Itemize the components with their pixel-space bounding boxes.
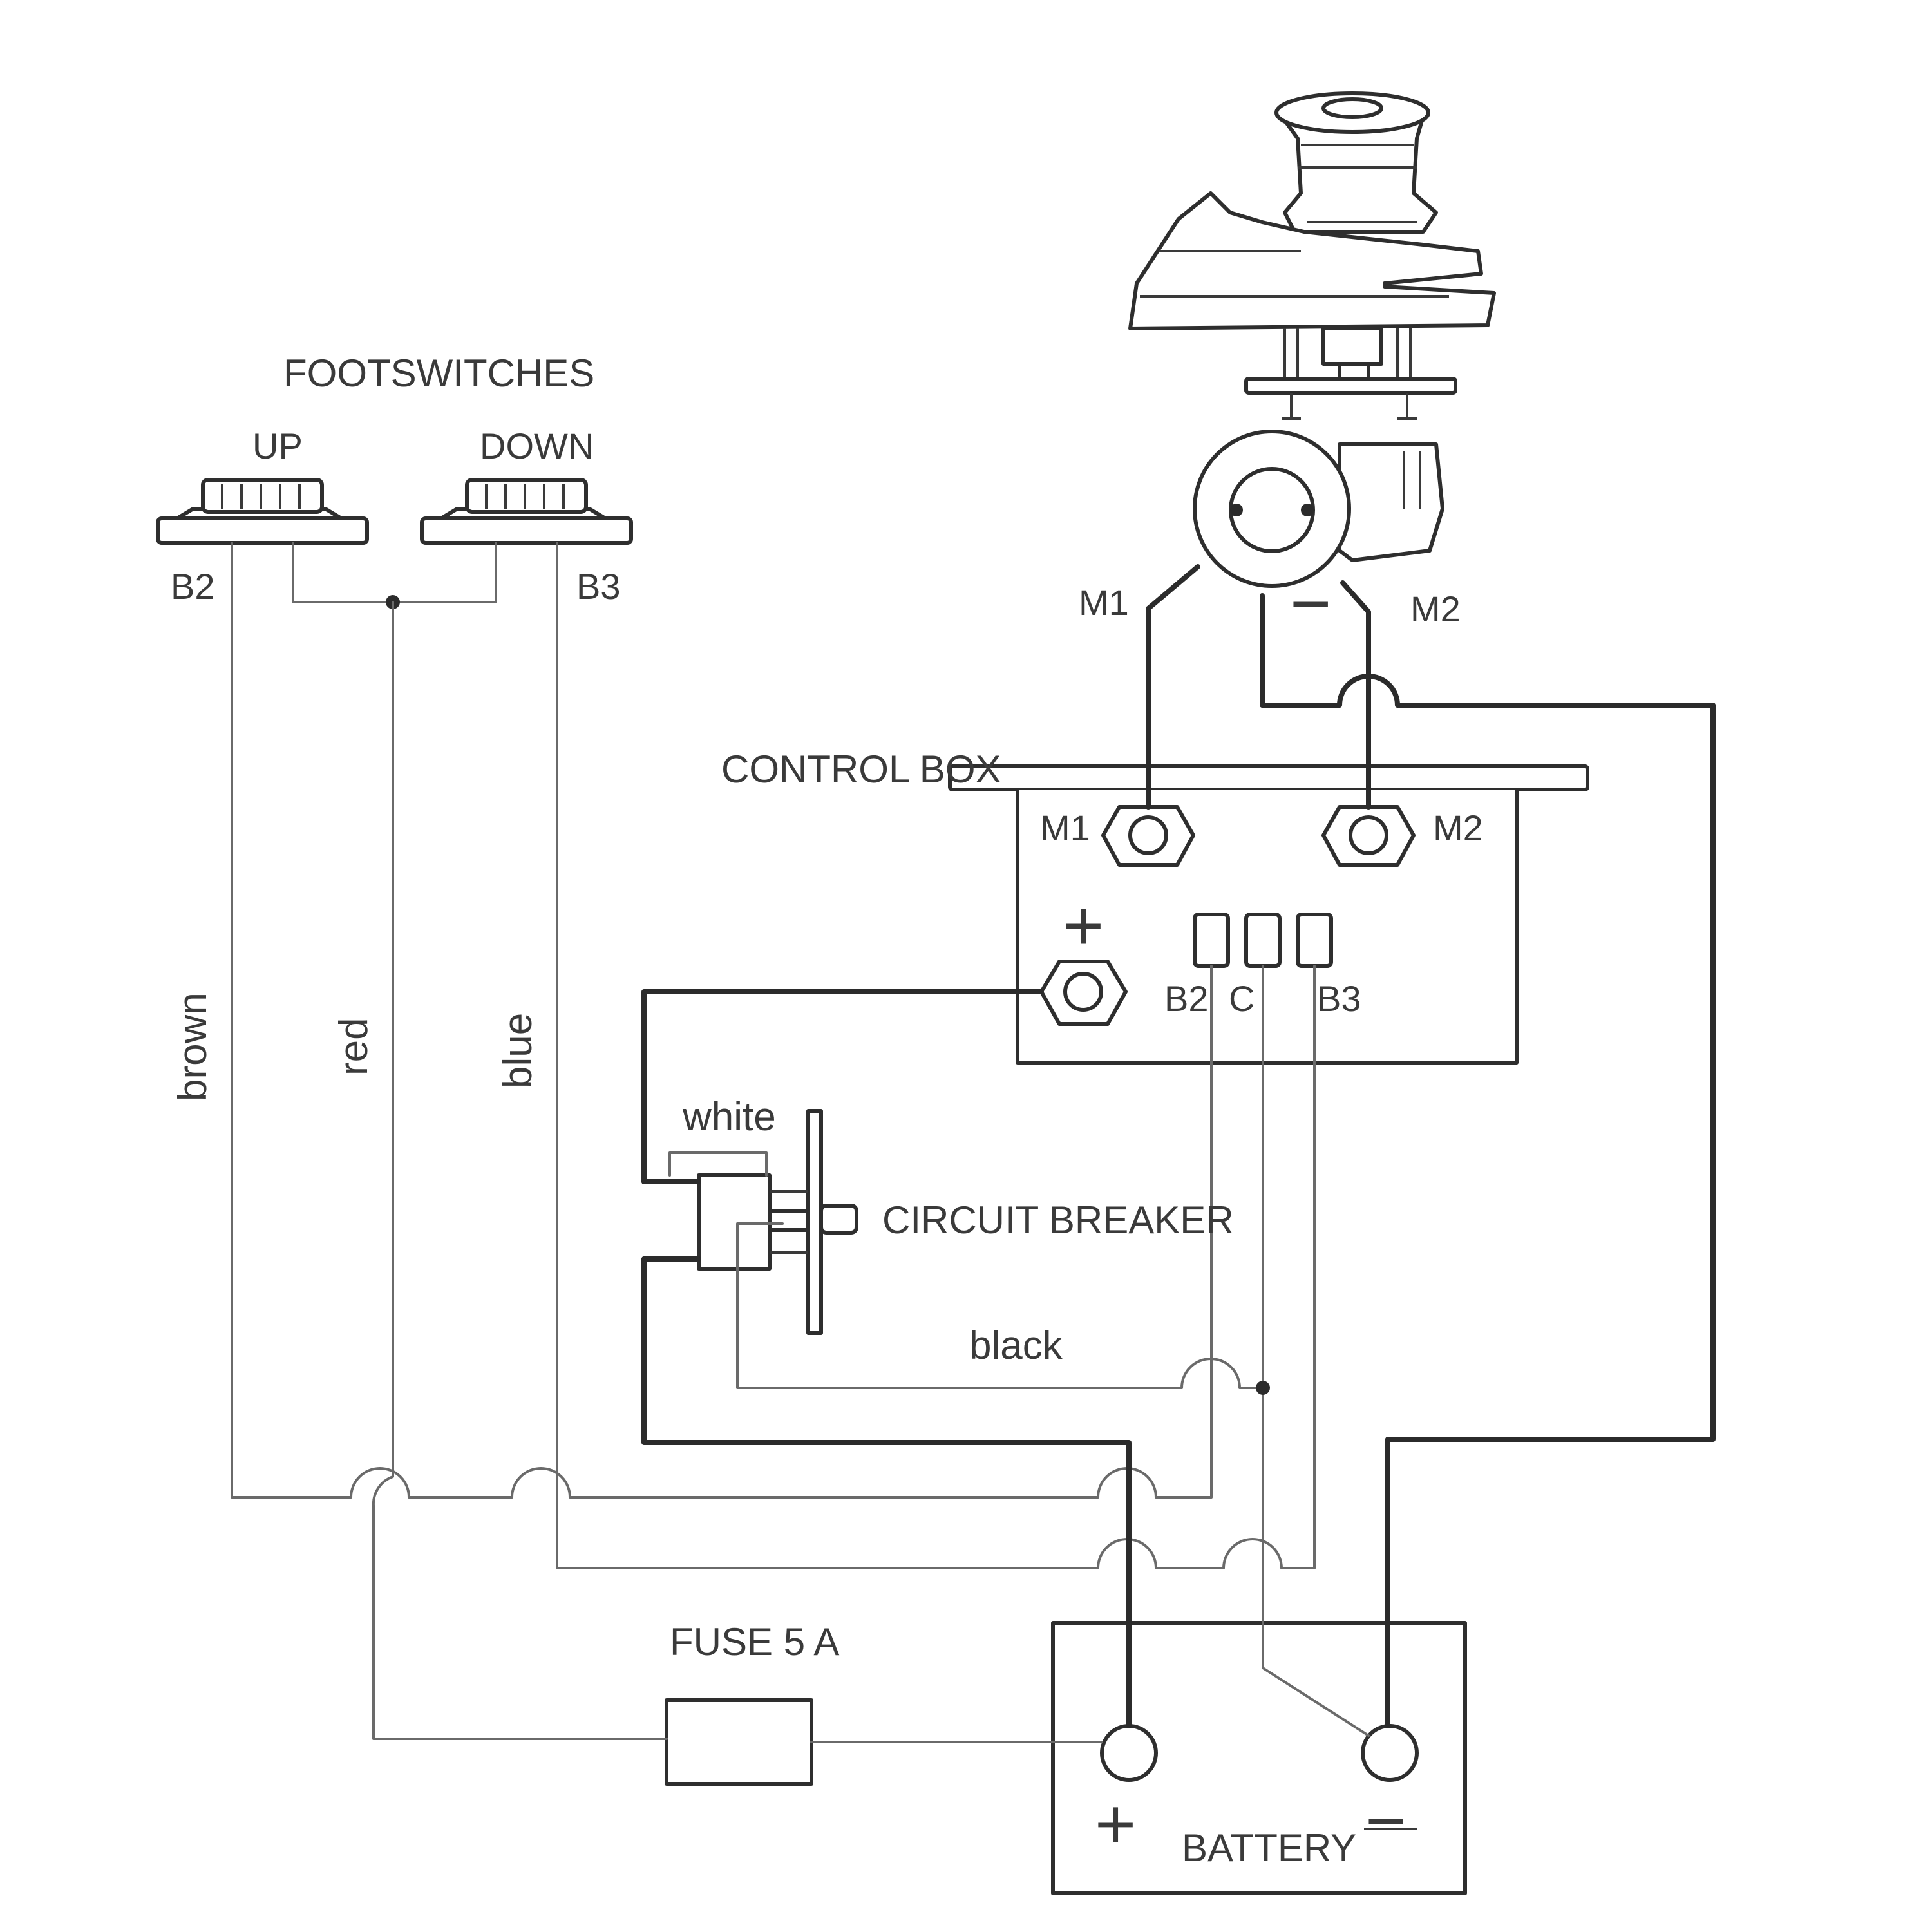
circuit-breaker <box>641 1109 858 1335</box>
battery-label: BATTERY <box>1182 1826 1356 1870</box>
wire-black <box>736 1222 1264 1389</box>
wire-black-label: black <box>969 1323 1063 1368</box>
control-box-m2-label: M2 <box>1433 808 1483 848</box>
fuse-label: FUSE 5 A <box>670 1620 839 1663</box>
wire-red-label: red <box>332 1018 376 1075</box>
control-box-b3-label: B3 <box>1317 978 1361 1019</box>
wire-breaker-to-battery <box>641 1256 1132 1728</box>
motor-m1-label: M1 <box>1079 582 1129 623</box>
control-box <box>948 764 1589 1065</box>
footswitch-down <box>420 478 633 545</box>
circuit-breaker-label: CIRCUIT BREAKER <box>882 1198 1234 1242</box>
motor-minus-label: − <box>1290 564 1331 643</box>
battery <box>1051 1621 1467 1895</box>
fuse <box>665 1698 813 1786</box>
wire-white-label: white <box>682 1095 776 1139</box>
battery-minus-label: − <box>1365 1781 1406 1861</box>
wire-motor-m2 <box>1340 580 1371 810</box>
footswitch-b2-label: B2 <box>171 566 215 607</box>
motor-m2-label: M2 <box>1410 589 1461 629</box>
wire-motor-m1 <box>1146 564 1200 810</box>
control-box-label: CONTROL BOX <box>721 748 1001 791</box>
down-label: DOWN <box>480 426 594 466</box>
battery-plus-label: + <box>1095 1785 1136 1864</box>
wire-red <box>372 601 668 1740</box>
control-box-b2-label: B2 <box>1164 978 1209 1019</box>
control-box-plus-label: + <box>1063 886 1104 965</box>
wire-common <box>292 542 497 603</box>
wire-motor-minus <box>1260 593 1716 1728</box>
control-box-m1-label: M1 <box>1040 808 1090 848</box>
wire-blue-label: blue <box>496 1013 540 1088</box>
footswitch-up <box>156 478 369 545</box>
wire-plus-to-breaker <box>641 989 1044 1184</box>
footswitches-label: FOOTSWITCHES <box>283 352 594 395</box>
up-label: UP <box>252 426 303 466</box>
control-box-c-label: C <box>1229 978 1255 1019</box>
wire-brown-label: brown <box>171 992 215 1101</box>
wire-blue <box>556 542 1316 1569</box>
footswitch-b3-label: B3 <box>576 566 621 607</box>
windlass-motor <box>1128 91 1496 588</box>
